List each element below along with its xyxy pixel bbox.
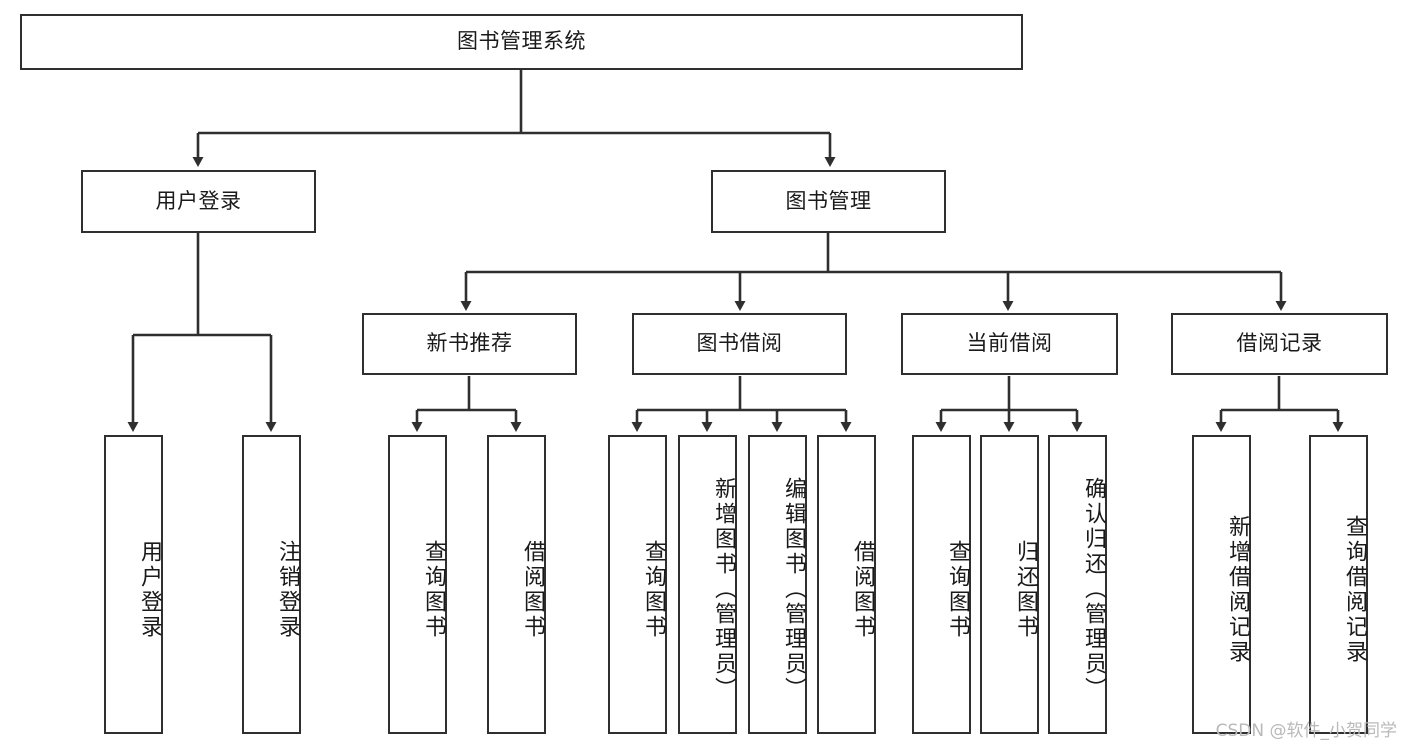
leaf-borrow-book-1-label: 借阅图书	[520, 539, 545, 640]
node-root-system[interactable]: 图书管理系统	[20, 14, 1023, 70]
leaf-add-record[interactable]: 新增借阅记录	[1192, 435, 1251, 734]
node-user-login-label: 用户登录	[155, 188, 242, 213]
leaf-logout-login-label: 注销登录	[275, 539, 300, 640]
leaf-add-record-label: 新增借阅记录	[1225, 514, 1250, 665]
csdn-watermark: CSDN @软件_小贺同学	[1215, 721, 1397, 741]
leaf-borrow-book-2[interactable]: 借阅图书	[817, 435, 876, 734]
leaf-query-book-1[interactable]: 查询图书	[388, 435, 447, 734]
node-root-system-label: 图书管理系统	[457, 29, 586, 54]
node-book-management-label: 图书管理	[785, 188, 872, 213]
leaf-query-book-2[interactable]: 查询图书	[608, 435, 667, 734]
leaf-query-book-1-label: 查询图书	[421, 539, 446, 640]
leaf-user-login[interactable]: 用户登录	[104, 435, 163, 734]
leaf-query-book-2-label: 查询图书	[641, 539, 666, 640]
node-borrow-record-label: 借阅记录	[1236, 331, 1323, 356]
leaf-edit-book[interactable]: 编辑图书（管理员）	[748, 435, 807, 734]
node-book-borrow[interactable]: 图书借阅	[632, 313, 847, 375]
node-borrow-record[interactable]: 借阅记录	[1171, 313, 1388, 375]
node-user-login[interactable]: 用户登录	[81, 170, 316, 233]
leaf-add-book-label: 新增图书（管理员）	[711, 477, 736, 702]
leaf-borrow-book-2-label: 借阅图书	[850, 539, 875, 640]
node-new-book-recommend[interactable]: 新书推荐	[362, 313, 577, 375]
leaf-borrow-book-1[interactable]: 借阅图书	[487, 435, 546, 734]
node-current-borrow-label: 当前借阅	[966, 331, 1053, 356]
leaf-logout-login[interactable]: 注销登录	[242, 435, 301, 734]
leaf-query-record-label: 查询借阅记录	[1342, 514, 1367, 665]
leaf-confirm-return-label: 确认归还（管理员）	[1081, 477, 1106, 702]
node-book-management[interactable]: 图书管理	[711, 170, 946, 233]
leaf-edit-book-label: 编辑图书（管理员）	[781, 477, 806, 702]
leaf-query-book-3-label: 查询图书	[945, 539, 970, 640]
node-new-book-recommend-label: 新书推荐	[426, 331, 513, 356]
node-current-borrow[interactable]: 当前借阅	[901, 313, 1118, 375]
leaf-add-book[interactable]: 新增图书（管理员）	[678, 435, 737, 734]
leaf-query-book-3[interactable]: 查询图书	[912, 435, 971, 734]
node-book-borrow-label: 图书借阅	[696, 331, 783, 356]
leaf-query-record[interactable]: 查询借阅记录	[1309, 435, 1368, 734]
leaf-confirm-return[interactable]: 确认归还（管理员）	[1048, 435, 1107, 734]
leaf-user-login-label: 用户登录	[137, 539, 162, 640]
leaf-return-book[interactable]: 归还图书	[980, 435, 1039, 734]
leaf-return-book-label: 归还图书	[1013, 539, 1038, 640]
